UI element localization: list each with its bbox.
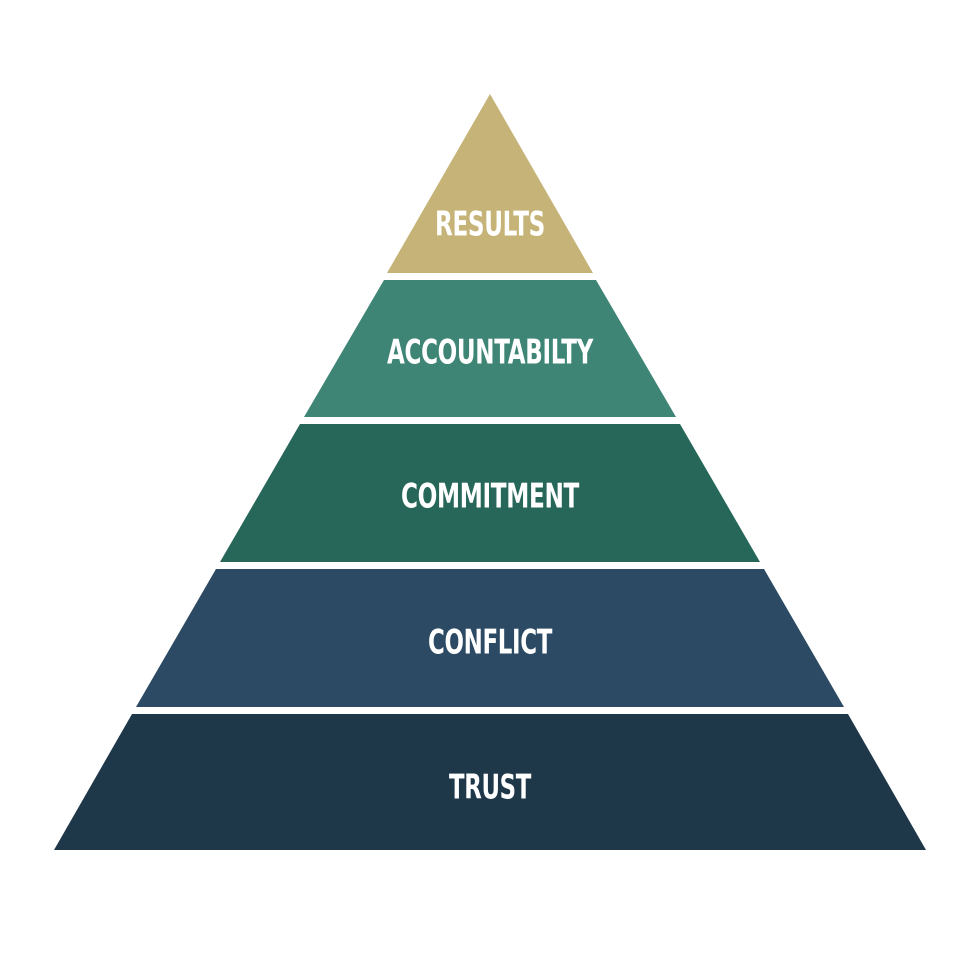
tier-commitment-label: COMMITMENT [401, 477, 580, 517]
tier-results-shape [387, 94, 593, 273]
tier-accountability: ACCOUNTABILTY [304, 280, 676, 417]
tier-results-label: RESULTS [435, 205, 545, 245]
tier-trust: TRUST [54, 714, 926, 850]
tier-conflict-shape [136, 569, 844, 707]
tier-conflict: CONFLICT [136, 569, 844, 707]
tier-trust-shape [54, 714, 926, 850]
tier-accountability-shape [304, 280, 676, 417]
tier-results: RESULTS [387, 94, 593, 273]
tier-commitment-shape [220, 424, 760, 562]
tier-accountability-label: ACCOUNTABILTY [387, 333, 594, 373]
tier-conflict-label: CONFLICT [428, 623, 553, 663]
tier-trust-label: TRUST [449, 768, 532, 808]
tier-commitment: COMMITMENT [220, 424, 760, 562]
